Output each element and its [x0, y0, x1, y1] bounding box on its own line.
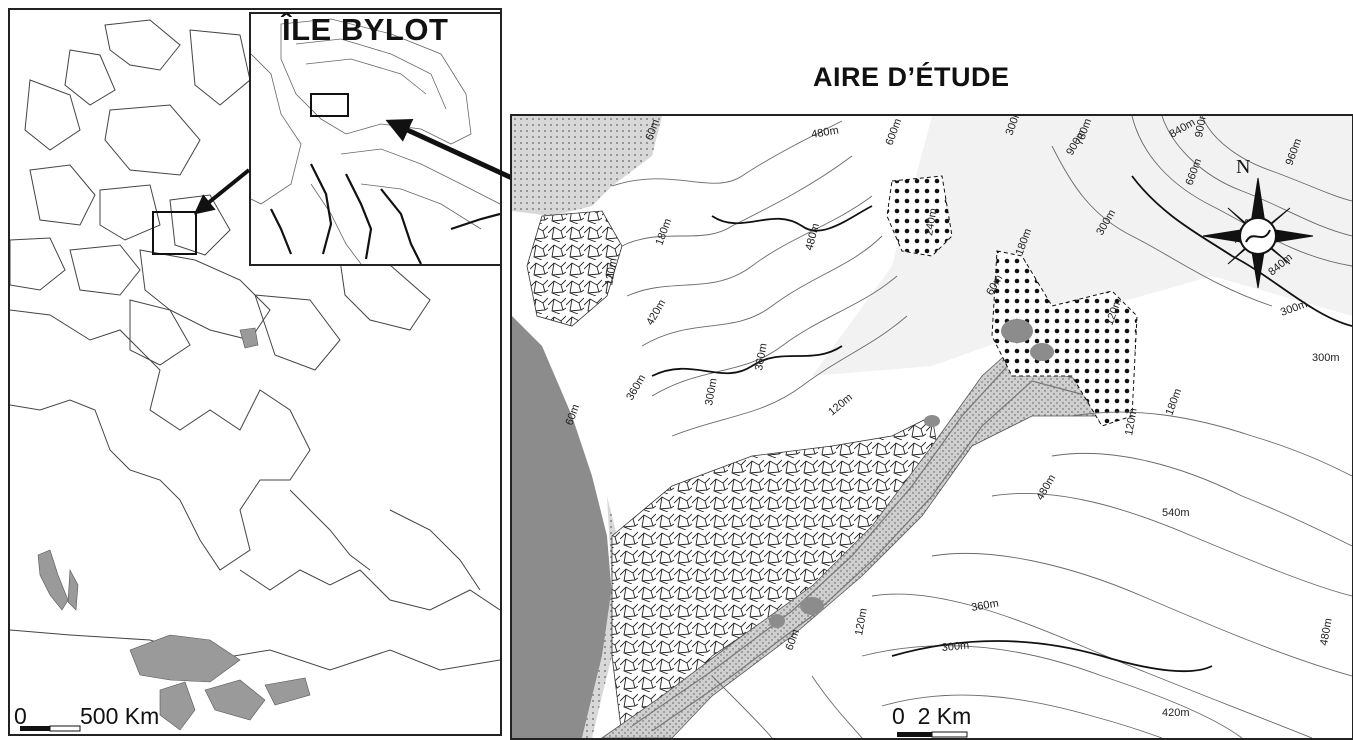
contour-label: 900m: [1193, 116, 1210, 139]
canada-scale-bar: [20, 725, 81, 732]
inset-study-box: [310, 93, 349, 117]
coastal-wetland: [512, 116, 662, 216]
study-area-title: AIRE D’ÉTUDE: [813, 62, 1010, 92]
study-scale-bar: [897, 731, 968, 738]
compass-rose: [1202, 177, 1314, 289]
compass-north-label: N: [1236, 156, 1251, 178]
contour-lines: [611, 116, 1352, 738]
moraine-east: [991, 250, 1138, 427]
inset-title: ÎLE BYLOT: [282, 12, 449, 47]
study-area-drawing: 60m480m600m780m900m840m900m660m960m720m8…: [512, 116, 1352, 738]
contour-label: 360m: [970, 597, 999, 614]
canada-scale-zero: 0: [14, 703, 27, 729]
contour-label: 300m: [703, 377, 720, 406]
bylot-inset-panel: [249, 12, 502, 266]
contour-label: 180m: [1014, 227, 1035, 257]
contour-label: 300m: [1312, 352, 1340, 364]
locator-box: [152, 211, 197, 255]
bylot-inset-drawing: [251, 18, 500, 264]
moraine-north: [886, 175, 953, 257]
canada-map-drawing: [10, 19, 500, 732]
contour-label: 480m: [1318, 617, 1335, 646]
contour-label: 240m: [923, 207, 940, 236]
contour-label: 540m: [1162, 507, 1190, 519]
contour-label: 360m: [753, 342, 770, 371]
contour-label: 120m: [1123, 407, 1140, 436]
sea-area: [512, 316, 612, 738]
study-area-panel: 60m480m600m780m900m840m900m660m960m720m8…: [510, 114, 1353, 740]
study-scale-label: 0 2 Km: [892, 703, 972, 729]
polygon-terrain-nw: [526, 210, 623, 327]
contour-label: 480m: [810, 124, 839, 141]
contour-label: 300m: [941, 640, 969, 654]
canada-scale-label: 500 Km: [80, 703, 160, 729]
contour-label: 120m: [853, 607, 870, 636]
contour-label: 420m: [1162, 707, 1190, 719]
contour-label: 300m: [1004, 116, 1025, 137]
contour-label: 120m: [603, 257, 620, 286]
